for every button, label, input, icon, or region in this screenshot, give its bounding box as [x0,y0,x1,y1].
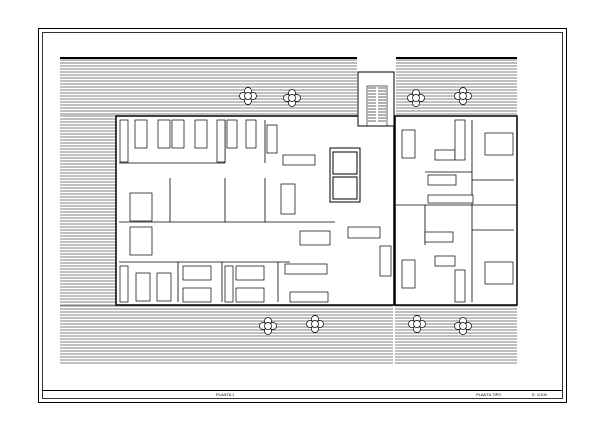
sheet-label: PLANTA 1 [216,392,235,397]
plant-icon [413,320,421,328]
plan-name: PLANTA TIPO [476,392,502,397]
furniture [119,119,514,303]
plant-icon [311,320,319,328]
plant-icon [412,94,420,102]
scale-label: E: 1/100 [532,392,547,397]
plant-icon [459,92,467,100]
plant-icon [459,322,467,330]
sheet-border [38,28,567,403]
inner-frame [42,32,563,399]
plant-icon [264,322,272,330]
plant-icon [244,92,252,100]
plant-symbols [239,87,472,335]
plant-icon [288,94,296,102]
stair-treads [368,87,386,122]
terrace-hatching [60,59,517,364]
